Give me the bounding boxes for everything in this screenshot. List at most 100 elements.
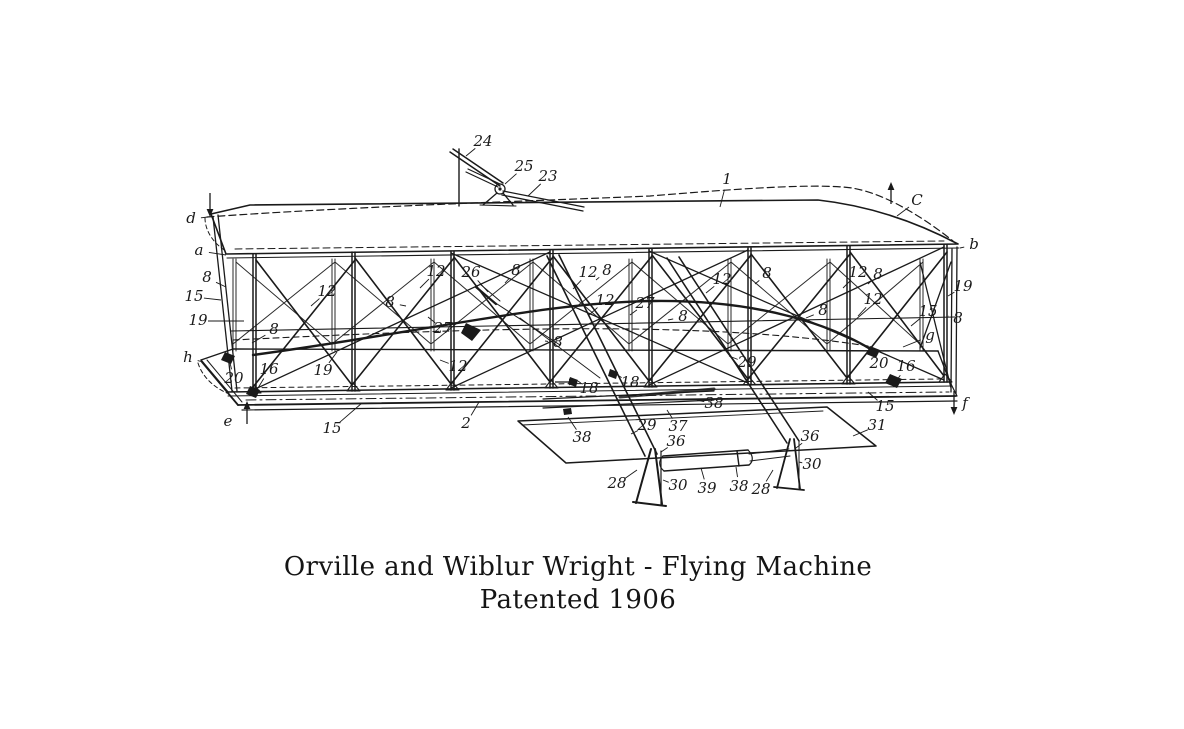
leader-line: [504, 173, 517, 185]
part-label-29: 29: [636, 416, 657, 434]
part-label-27: 27: [634, 294, 655, 312]
leader-line: [328, 351, 338, 364]
part-label-18: 18: [579, 379, 598, 397]
leader-line: [229, 362, 233, 370]
part-label-36: 36: [800, 427, 820, 445]
part-label-37: 37: [668, 417, 688, 435]
front-elevator-assembly: [517, 254, 877, 507]
leader-line: [630, 430, 639, 435]
leader-line: [910, 318, 921, 327]
part-label-38: 38: [572, 428, 591, 446]
part-label-8: 8: [511, 261, 521, 279]
leader-line: [470, 401, 480, 416]
label-leader-lines: [197, 148, 965, 483]
leader-line: [427, 316, 436, 324]
part-label-28: 28: [750, 480, 770, 498]
leader-line: [200, 216, 209, 219]
part-label-38: 38: [704, 394, 723, 412]
leader-line: [867, 391, 878, 401]
leader-line: [595, 276, 600, 281]
leader-line: [896, 374, 901, 381]
arrow-head: [206, 209, 214, 217]
lower-wing: [197, 346, 953, 398]
part-label-15: 15: [918, 302, 937, 320]
leader-line: [795, 442, 803, 449]
leader-line: [251, 334, 266, 344]
part-label-8: 8: [678, 307, 688, 325]
part-label-12: 12: [578, 263, 597, 281]
leader-line: [629, 309, 638, 316]
caption-line1: Orville and Wiblur Wright - Flying Machi…: [283, 552, 873, 582]
part-label-12: 12: [448, 357, 467, 375]
leader-line: [842, 279, 852, 289]
leader-line: [208, 252, 227, 256]
leader-line: [527, 183, 542, 197]
part-label-18: 18: [620, 373, 639, 391]
leader-line: [867, 281, 871, 285]
part-label-27: 27: [432, 319, 453, 337]
part-label-20: 20: [223, 369, 244, 387]
part-label-8: 8: [762, 264, 772, 282]
leader-line: [419, 278, 430, 289]
leader-line: [612, 371, 622, 378]
part-label-b: b: [969, 235, 979, 253]
part-label-h: h: [183, 348, 193, 366]
part-label-39: 39: [697, 479, 717, 497]
part-label-f: f: [961, 394, 970, 412]
part-label-8: 8: [602, 261, 612, 279]
part-label-15: 15: [875, 397, 894, 415]
arrow-head: [569, 378, 577, 386]
leader-line: [959, 246, 965, 249]
leader-line: [696, 399, 705, 403]
part-label-30: 30: [668, 476, 688, 494]
part-label-a: a: [195, 241, 204, 259]
part-label-e: e: [224, 412, 233, 430]
leader-line: [624, 469, 638, 479]
leader-line: [215, 281, 227, 288]
part-label-38: 38: [729, 477, 748, 495]
leader-line: [896, 206, 910, 217]
part-label-C: C: [911, 191, 923, 209]
part-label-30: 30: [802, 455, 822, 473]
part-label-8: 8: [269, 320, 279, 338]
part-label-29: 29: [736, 353, 757, 371]
arrow-head: [243, 401, 251, 409]
arrow-head: [887, 182, 895, 190]
part-label-19: 19: [953, 277, 973, 295]
part-label-12: 12: [712, 270, 731, 288]
part-label-8: 8: [818, 301, 828, 319]
leader-line: [728, 355, 738, 360]
part-label-28: 28: [606, 474, 626, 492]
wind-vane: [449, 148, 585, 212]
leader-line: [399, 304, 407, 307]
part-label-16: 16: [259, 360, 279, 378]
leader-line: [947, 291, 955, 297]
leader-line: [567, 416, 577, 430]
part-label-26: 26: [460, 263, 481, 281]
leader-line: [765, 469, 774, 482]
part-label-36: 36: [666, 432, 686, 450]
leader-line: [666, 409, 673, 419]
part-label-8: 8: [873, 265, 883, 283]
leader-line: [477, 280, 489, 293]
part-label-12: 12: [595, 291, 614, 309]
part-label-2: 2: [460, 414, 471, 432]
leader-line: [660, 447, 668, 453]
leader-line: [465, 148, 476, 157]
direction-arrows: [206, 182, 958, 424]
leader-line: [805, 314, 814, 319]
part-label-12: 12: [317, 282, 336, 300]
leader-line: [203, 297, 222, 301]
part-label-31: 31: [867, 416, 886, 434]
arrow-head: [950, 407, 958, 415]
leader-line: [572, 279, 582, 290]
part-label-12: 12: [863, 290, 882, 308]
part-label-24: 24: [472, 132, 492, 150]
caption: Orville and Wiblur Wright - Flying Machi…: [0, 551, 1156, 617]
part-label-8: 8: [953, 309, 963, 327]
leader-line: [257, 378, 265, 389]
leader-line: [735, 466, 738, 478]
